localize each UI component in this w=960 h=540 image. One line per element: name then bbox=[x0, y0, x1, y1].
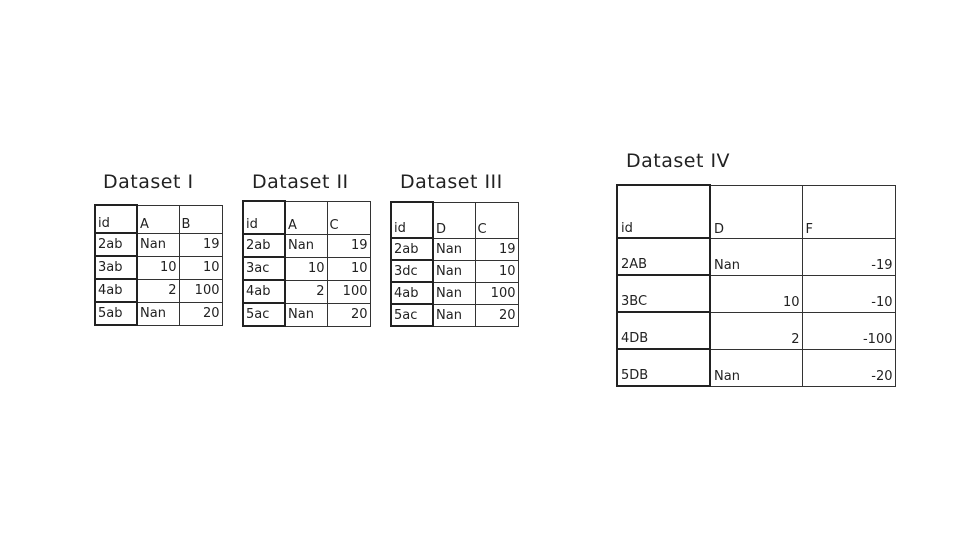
table-cell: Nan bbox=[284, 233, 328, 258]
header-cell: F bbox=[801, 184, 896, 239]
id-cell: 3ac bbox=[242, 256, 286, 281]
id-cell: 4ab bbox=[390, 281, 434, 305]
table-cell: 20 bbox=[474, 303, 519, 327]
table-cell: 10 bbox=[326, 256, 371, 281]
table-cell: -100 bbox=[801, 311, 896, 350]
dataset-2-table: id A C 2ab Nan 19 3ac 10 10 4ab 2 100 5a… bbox=[242, 200, 371, 327]
id-cell: 5ac bbox=[390, 303, 434, 327]
table-row: 3ac 10 10 bbox=[242, 256, 371, 281]
table-header-row: id A C bbox=[242, 200, 371, 235]
table-cell: 19 bbox=[474, 237, 519, 261]
table-cell: 100 bbox=[178, 278, 223, 303]
table-cell: 100 bbox=[326, 279, 371, 304]
dataset-1-table: id A B 2ab Nan 19 3ab 10 10 4ab 2 100 5a… bbox=[94, 204, 223, 326]
id-cell: 5DB bbox=[616, 348, 711, 387]
table-header-row: id A B bbox=[94, 204, 223, 234]
table-row: 5ab Nan 20 bbox=[94, 301, 223, 326]
table-cell: 2 bbox=[136, 278, 180, 303]
id-cell: 3ab bbox=[94, 255, 138, 280]
id-cell: 4ab bbox=[94, 278, 138, 303]
id-cell: 2AB bbox=[616, 237, 711, 276]
id-cell: 5ac bbox=[242, 302, 286, 327]
table-cell: 20 bbox=[326, 302, 371, 327]
table-row: 3BC 10 -10 bbox=[616, 274, 896, 313]
table-cell: Nan bbox=[432, 237, 476, 261]
header-cell: id bbox=[616, 184, 711, 239]
table-cell: 2 bbox=[709, 311, 803, 350]
id-cell: 3BC bbox=[616, 274, 711, 313]
table-cell: 20 bbox=[178, 301, 223, 326]
id-cell: 2ab bbox=[390, 237, 434, 261]
table-row: 4ab 2 100 bbox=[242, 279, 371, 304]
table-cell: Nan bbox=[136, 232, 180, 257]
table-row: 4ab Nan 100 bbox=[390, 281, 519, 305]
table-row: 4ab 2 100 bbox=[94, 278, 223, 303]
table-row: 2ab Nan 19 bbox=[390, 237, 519, 261]
header-cell: id bbox=[390, 201, 434, 239]
dataset-2-title: Dataset II bbox=[252, 171, 349, 193]
table-cell: 19 bbox=[326, 233, 371, 258]
header-cell: C bbox=[326, 200, 371, 235]
table-cell: Nan bbox=[432, 303, 476, 327]
table-cell: 10 bbox=[136, 255, 180, 280]
table-cell: -19 bbox=[801, 237, 896, 276]
table-cell: -20 bbox=[801, 348, 896, 387]
table-row: 3dc Nan 10 bbox=[390, 259, 519, 283]
table-header-row: id D C bbox=[390, 201, 519, 239]
table-row: 5ac Nan 20 bbox=[390, 303, 519, 327]
dataset-1-title: Dataset I bbox=[103, 171, 194, 193]
header-cell: A bbox=[284, 200, 328, 235]
table-cell: Nan bbox=[432, 281, 476, 305]
id-cell: 2ab bbox=[94, 232, 138, 257]
table-cell: 10 bbox=[284, 256, 328, 281]
id-cell: 2ab bbox=[242, 233, 286, 258]
table-row: 2AB Nan -19 bbox=[616, 237, 896, 276]
header-cell: D bbox=[432, 201, 476, 239]
header-cell: D bbox=[709, 184, 803, 239]
header-cell: B bbox=[178, 204, 223, 234]
dataset-3-table: id D C 2ab Nan 19 3dc Nan 10 4ab Nan 100… bbox=[390, 201, 519, 327]
table-row: 5DB Nan -20 bbox=[616, 348, 896, 387]
header-cell: C bbox=[474, 201, 519, 239]
table-cell: 2 bbox=[284, 279, 328, 304]
table-cell: 10 bbox=[709, 274, 803, 313]
table-cell: 19 bbox=[178, 232, 223, 257]
header-cell: id bbox=[94, 204, 138, 234]
table-header-row: id D F bbox=[616, 184, 896, 239]
table-cell: Nan bbox=[432, 259, 476, 283]
table-cell: Nan bbox=[284, 302, 328, 327]
table-row: 2ab Nan 19 bbox=[242, 233, 371, 258]
table-cell: -10 bbox=[801, 274, 896, 313]
table-row: 2ab Nan 19 bbox=[94, 232, 223, 257]
dataset-3-title: Dataset III bbox=[400, 171, 503, 193]
header-cell: id bbox=[242, 200, 286, 235]
table-cell: Nan bbox=[136, 301, 180, 326]
id-cell: 4ab bbox=[242, 279, 286, 304]
table-row: 5ac Nan 20 bbox=[242, 302, 371, 327]
table-cell: Nan bbox=[709, 348, 803, 387]
id-cell: 5ab bbox=[94, 301, 138, 326]
dataset-4-table: id D F 2AB Nan -19 3BC 10 -10 4DB 2 -100… bbox=[616, 184, 896, 387]
table-cell: 100 bbox=[474, 281, 519, 305]
header-cell: A bbox=[136, 204, 180, 234]
table-row: 4DB 2 -100 bbox=[616, 311, 896, 350]
id-cell: 4DB bbox=[616, 311, 711, 350]
dataset-4-title: Dataset IV bbox=[626, 150, 731, 172]
table-cell: 10 bbox=[178, 255, 223, 280]
table-cell: 10 bbox=[474, 259, 519, 283]
table-cell: Nan bbox=[709, 237, 803, 276]
table-row: 3ab 10 10 bbox=[94, 255, 223, 280]
id-cell: 3dc bbox=[390, 259, 434, 283]
